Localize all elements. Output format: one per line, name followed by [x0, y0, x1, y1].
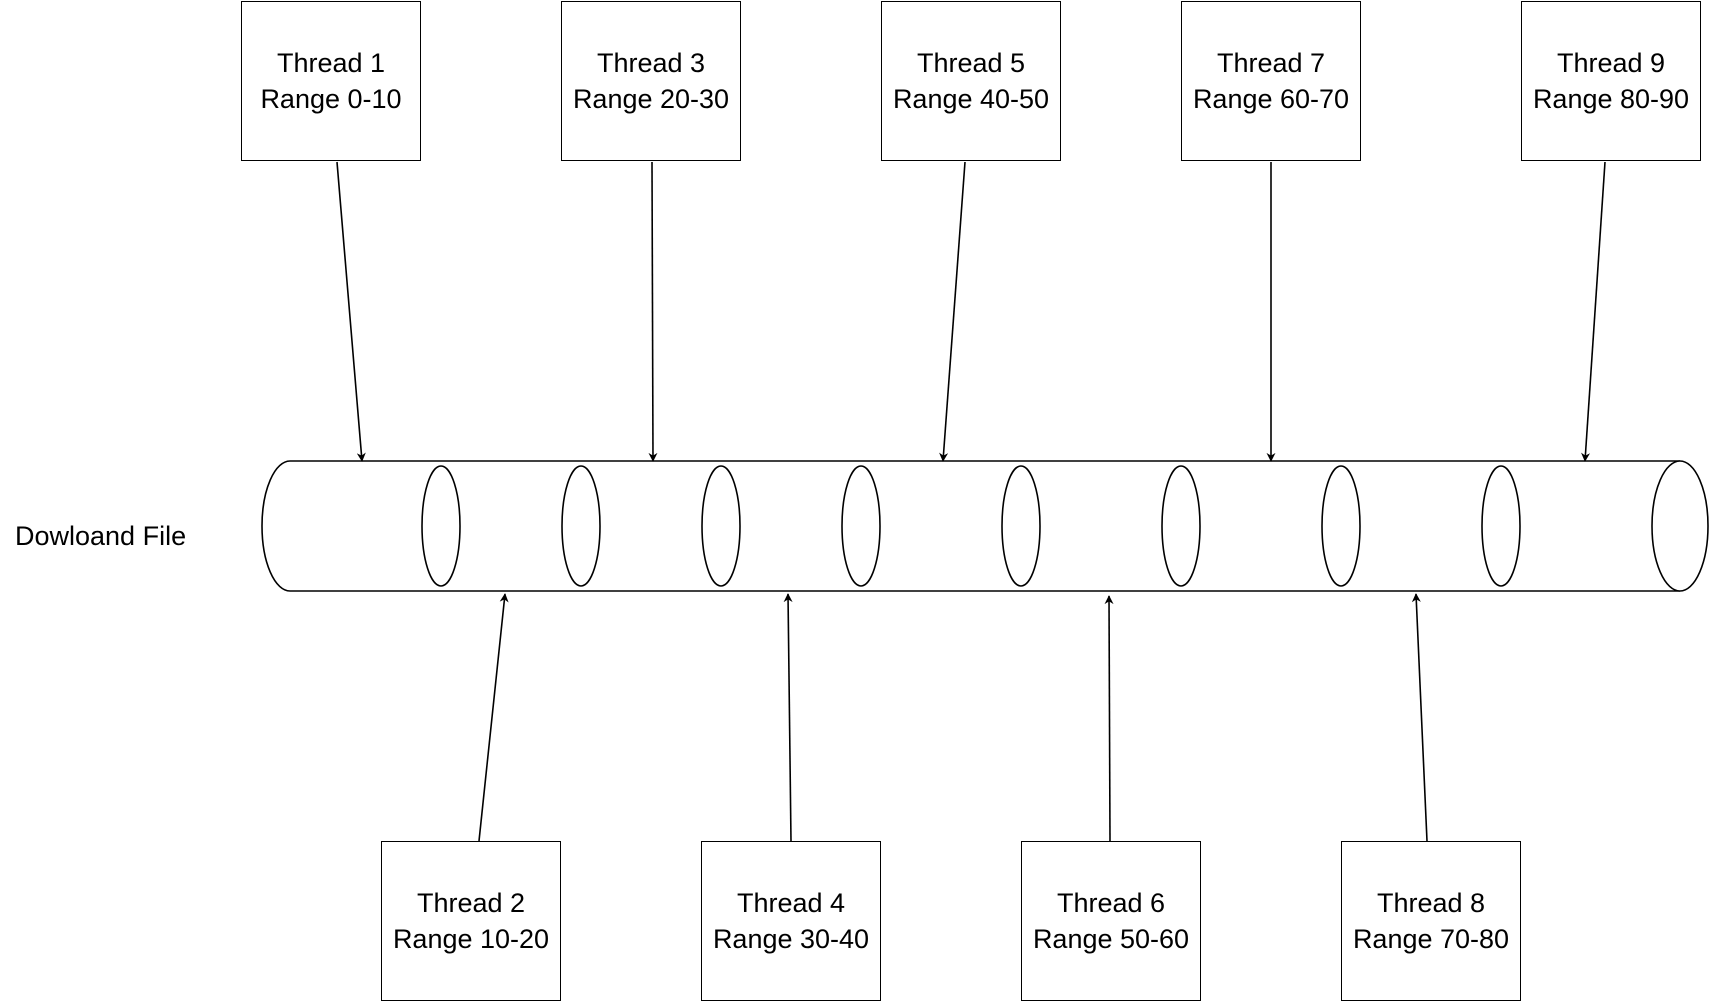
thread-3-range: Range 20-30: [572, 84, 730, 114]
thread-7-box: Thread 7 Range 60-70: [1181, 1, 1361, 161]
segment-divider: [421, 465, 461, 587]
thread-2-range: Range 10-20: [392, 924, 550, 954]
thread-5-range: Range 40-50: [892, 84, 1050, 114]
arrow-thread-2: [478, 593, 509, 842]
thread-5-box: Thread 5 Range 40-50: [881, 1, 1061, 161]
thread-8-range: Range 70-80: [1352, 924, 1510, 954]
thread-4-range: Range 30-40: [712, 924, 870, 954]
thread-2-box: Thread 2 Range 10-20: [381, 841, 561, 1001]
thread-6-box: Thread 6 Range 50-60: [1021, 841, 1201, 1001]
thread-3-name: Thread 3: [596, 48, 706, 78]
thread-1-box: Thread 1 Range 0-10: [241, 1, 421, 161]
cylinder-body: [261, 460, 1680, 592]
file-cylinder: [261, 460, 1709, 592]
thread-6-range: Range 50-60: [1032, 924, 1190, 954]
arrow-thread-4: [783, 593, 793, 842]
thread-2-name: Thread 2: [416, 888, 526, 918]
segment-divider: [1001, 465, 1041, 587]
thread-9-box: Thread 9 Range 80-90: [1521, 1, 1701, 161]
arrow-thread-9: [1581, 161, 1606, 462]
segment-divider: [841, 465, 881, 587]
thread-4-name: Thread 4: [736, 888, 846, 918]
thread-3-box: Thread 3 Range 20-30: [561, 1, 741, 161]
segment-divider: [1321, 465, 1361, 587]
thread-4-box: Thread 4 Range 30-40: [701, 841, 881, 1001]
arrow-thread-3: [648, 161, 658, 462]
thread-7-name: Thread 7: [1216, 48, 1326, 78]
download-file-label: Dowloand File: [15, 521, 187, 551]
segment-divider: [1161, 465, 1201, 587]
segment-divider: [561, 465, 601, 587]
thread-6-name: Thread 6: [1056, 888, 1166, 918]
thread-7-range: Range 60-70: [1192, 84, 1350, 114]
thread-1-name: Thread 1: [276, 48, 386, 78]
cylinder-end-cap: [1651, 460, 1709, 592]
segment-divider: [1481, 465, 1521, 587]
thread-9-name: Thread 9: [1556, 48, 1666, 78]
arrow-thread-5: [939, 161, 966, 462]
connector-arrows: [336, 161, 1606, 842]
thread-9-range: Range 80-90: [1532, 84, 1690, 114]
segment-divider: [701, 465, 741, 587]
arrow-thread-6: [1104, 595, 1114, 842]
thread-8-name: Thread 8: [1376, 888, 1486, 918]
thread-1-range: Range 0-10: [260, 84, 402, 114]
thread-5-name: Thread 5: [916, 48, 1026, 78]
arrow-thread-1: [336, 161, 366, 462]
thread-8-box: Thread 8 Range 70-80: [1341, 841, 1521, 1001]
arrow-thread-8: [1411, 593, 1428, 842]
